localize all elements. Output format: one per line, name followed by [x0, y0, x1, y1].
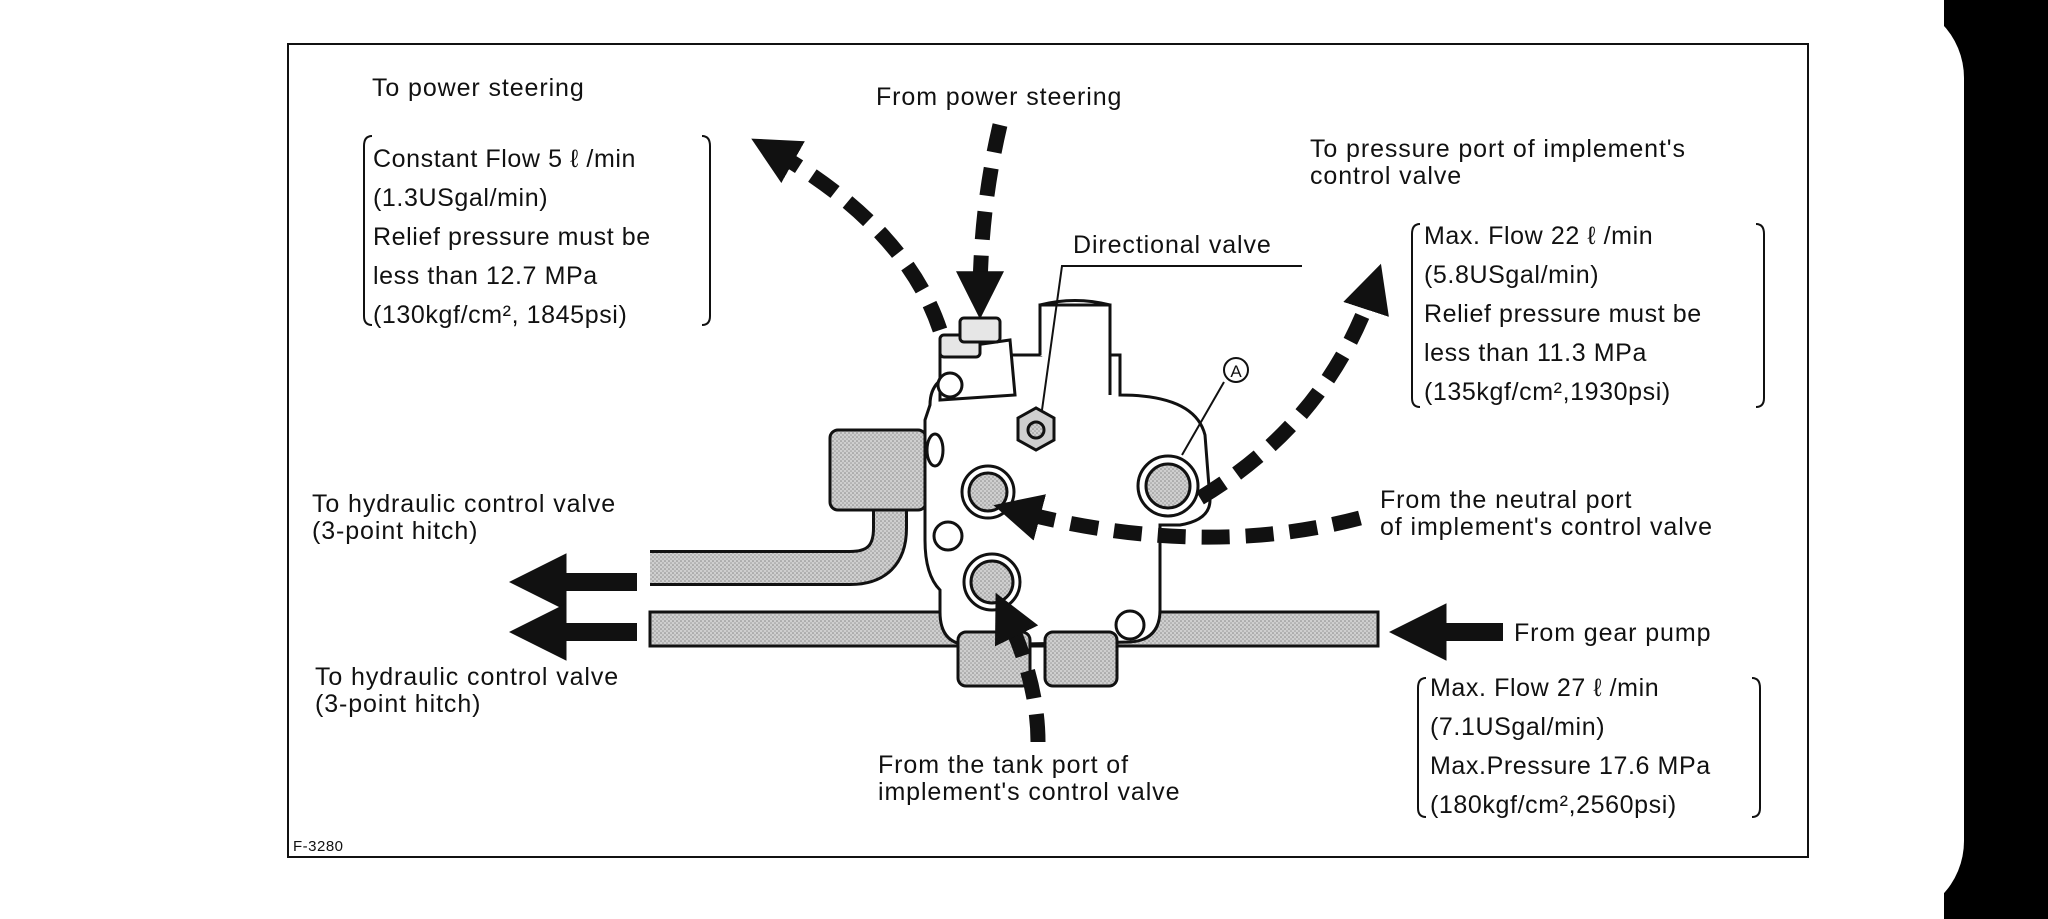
- spec-gear-pump-pressure: Max.Pressure 17.6 MPa: [1430, 752, 1711, 780]
- label-directional-valve: Directional valve: [1073, 231, 1272, 259]
- label-from-tank-port: From the tank port of implement's contro…: [878, 752, 1180, 806]
- flow-arrows-solid: [508, 553, 1503, 661]
- label-to-hydraulic-upper-line1: To hydraulic control valve: [312, 490, 617, 518]
- label-to-pressure-port-line1: To pressure port of implement's: [1310, 135, 1686, 163]
- arrow-to-implement-pressure: [1196, 263, 1389, 505]
- callout-a: A: [1223, 357, 1249, 383]
- figure-number: F-3280: [293, 838, 344, 855]
- port-plugs: [932, 406, 1200, 641]
- spec-gear-pump-flow-us: (7.1USgal/min): [1430, 713, 1606, 741]
- spec-implement-flow-us: (5.8USgal/min): [1424, 261, 1600, 289]
- label-from-power-steering: From power steering: [876, 83, 1123, 111]
- label-to-hydraulic-upper-line2: (3-point hitch): [312, 517, 479, 545]
- label-from-tank-port-line1: From the tank port of: [878, 751, 1129, 779]
- arrow-to-power-steering: [751, 138, 948, 333]
- label-to-pressure-port-line2: control valve: [1310, 162, 1463, 190]
- spec-implement-relief: Relief pressure must be: [1424, 300, 1702, 328]
- pipe-left-stub: [828, 428, 928, 512]
- page-edge-curve: [1864, 0, 1964, 919]
- spec-gear-pump-flow: Max. Flow 27 ℓ /min: [1430, 674, 1660, 702]
- spec-power-steering-relief: Relief pressure must be: [373, 223, 651, 251]
- label-to-hydraulic-lower: To hydraulic control valve (3-point hitc…: [315, 664, 619, 718]
- svg-text:A: A: [1230, 362, 1242, 381]
- label-from-neutral-port-line1: From the neutral port: [1380, 486, 1633, 514]
- label-to-hydraulic-lower-line1: To hydraulic control valve: [315, 663, 620, 691]
- spec-gear-pump: Max. Flow 27 ℓ /min (7.1USgal/min) Max.P…: [1430, 669, 1711, 825]
- spec-power-steering-flow-us: (1.3USgal/min): [373, 184, 549, 212]
- spec-power-steering-pressure: less than 12.7 MPa: [373, 262, 598, 290]
- label-from-tank-port-line2: implement's control valve: [878, 778, 1181, 806]
- page-edge: [1864, 0, 2048, 919]
- top-fittings: [936, 316, 1017, 402]
- label-from-neutral-port-line2: of implement's control valve: [1380, 513, 1713, 541]
- figure-frame: [287, 43, 1809, 858]
- arrow-from-tank-port: [994, 592, 1046, 743]
- spec-implement: Max. Flow 22 ℓ /min (5.8USgal/min) Relie…: [1424, 217, 1702, 412]
- label-to-power-steering: To power steering: [372, 74, 585, 102]
- label-to-hydraulic-upper: To hydraulic control valve (3-point hitc…: [312, 491, 616, 545]
- pipe-upper-outlet: [650, 505, 908, 586]
- spec-implement-flow: Max. Flow 22 ℓ /min: [1424, 222, 1654, 250]
- label-to-hydraulic-lower-line2: (3-point hitch): [315, 690, 482, 718]
- spec-power-steering-flow: Constant Flow 5 ℓ /min: [373, 145, 637, 173]
- spec-power-steering-pressure-alt: (130kgf/cm², 1845psi): [373, 301, 628, 329]
- spec-gear-pump-pressure-alt: (180kgf/cm²,2560psi): [1430, 791, 1677, 819]
- spec-implement-pressure: less than 11.3 MPa: [1424, 339, 1647, 367]
- flow-arrows-dashed: [751, 123, 1389, 743]
- label-from-neutral-port: From the neutral port of implement's con…: [1380, 487, 1713, 541]
- spec-implement-pressure-alt: (135kgf/cm²,1930psi): [1424, 378, 1671, 406]
- leader-lines: [1041, 265, 1302, 456]
- spec-power-steering: Constant Flow 5 ℓ /min (1.3USgal/min) Re…: [373, 140, 651, 335]
- label-to-pressure-port: To pressure port of implement's control …: [1310, 136, 1686, 190]
- spec-brackets: [363, 135, 1765, 818]
- arrow-from-power-steering: [956, 123, 1008, 320]
- label-from-gear-pump: From gear pump: [1514, 619, 1712, 647]
